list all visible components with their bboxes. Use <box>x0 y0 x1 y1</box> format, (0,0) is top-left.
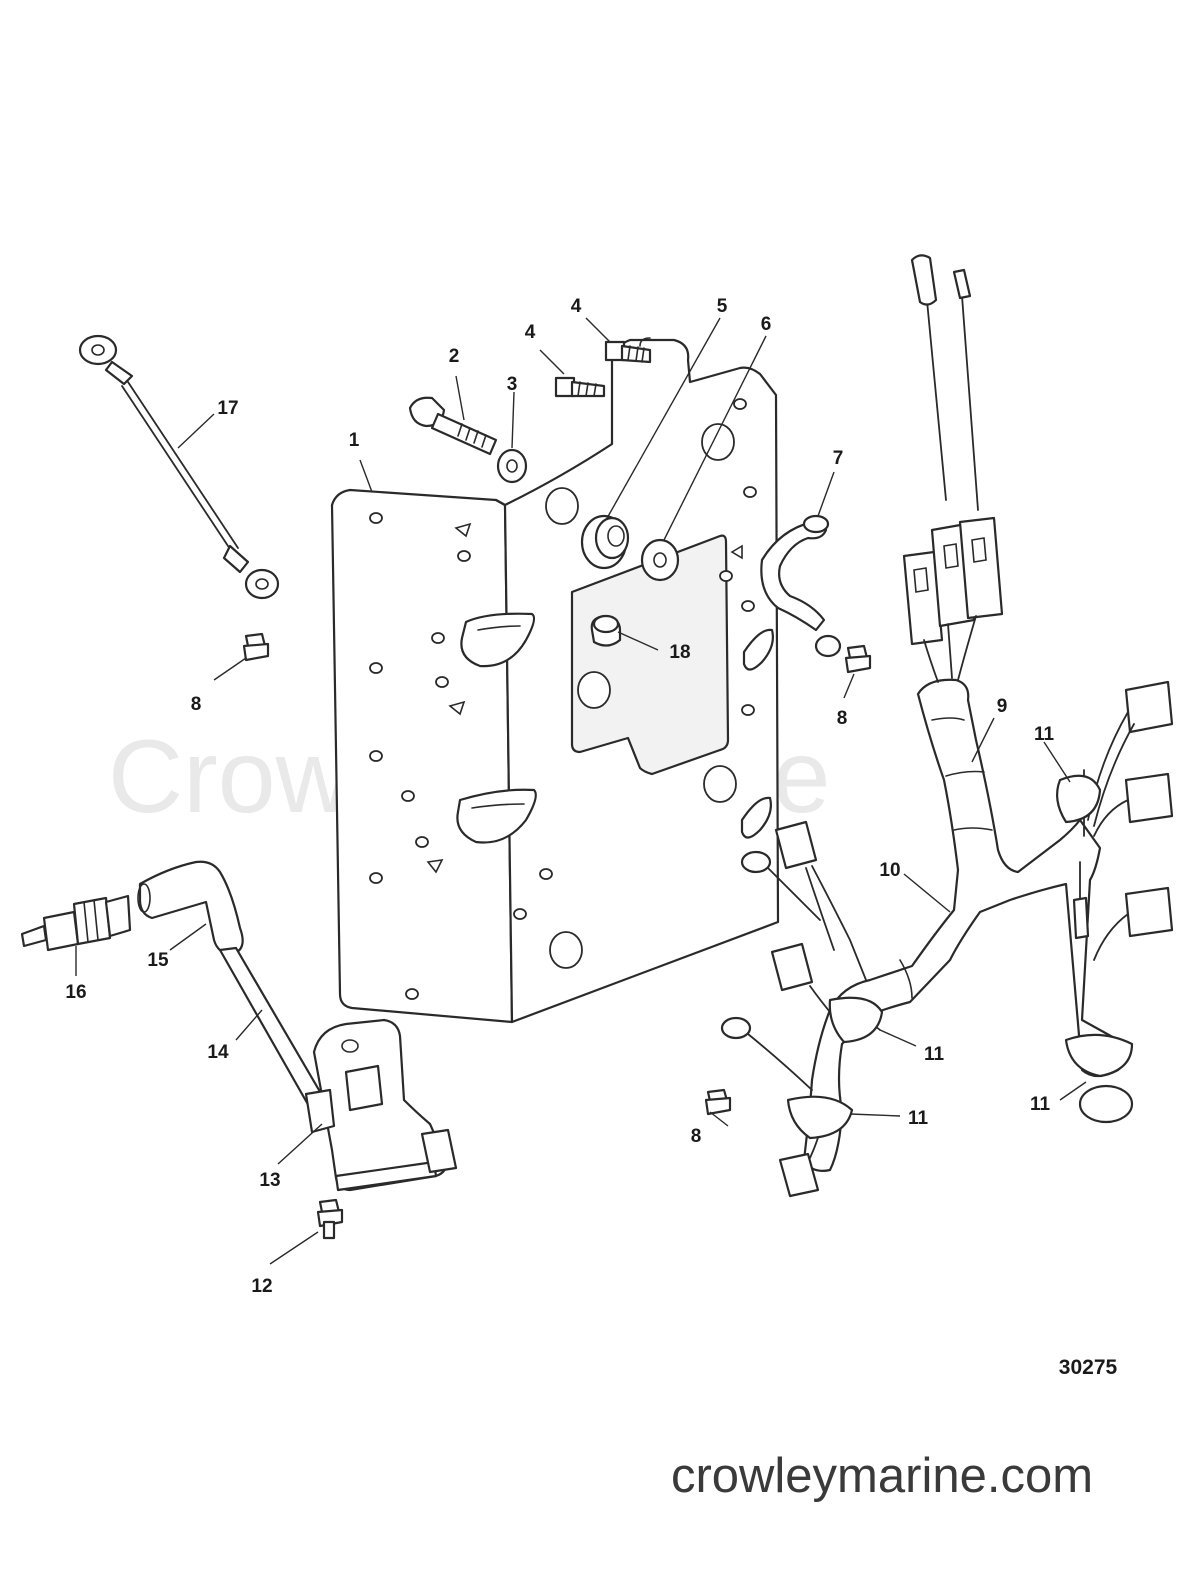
callout-12: 12 <box>251 1276 272 1297</box>
washer-3 <box>496 448 528 484</box>
callouts: 1 2 3 4 4 5 6 7 8 8 8 9 10 11 11 11 11 1… <box>65 296 1054 1297</box>
callout-8a: 8 <box>191 694 202 715</box>
leader-lines <box>75 317 1087 1265</box>
mounting-plate <box>330 337 780 1024</box>
callout-11c: 11 <box>908 1108 929 1129</box>
callout-11d: 11 <box>1030 1094 1051 1115</box>
callout-8c: 8 <box>691 1126 702 1147</box>
callout-4b: 4 <box>571 296 582 317</box>
callout-18: 18 <box>669 642 690 663</box>
screw-4b <box>604 340 652 364</box>
screw-12 <box>316 1198 344 1240</box>
bolt <box>408 396 498 456</box>
washer-6 <box>640 538 680 582</box>
callout-1: 1 <box>349 430 360 451</box>
callout-5: 5 <box>717 296 728 317</box>
callout-9: 9 <box>997 696 1008 717</box>
callout-7: 7 <box>833 448 844 469</box>
grommet <box>580 514 630 570</box>
stud <box>590 614 622 647</box>
callout-15: 15 <box>147 950 169 971</box>
callout-17: 17 <box>217 398 238 419</box>
callout-4a: 4 <box>525 322 536 343</box>
callout-10: 10 <box>879 860 900 881</box>
callout-2: 2 <box>449 346 460 367</box>
spark-plug-boot <box>137 860 244 956</box>
website-url: crowleymarine.com <box>671 1449 1093 1503</box>
callout-6: 6 <box>761 314 772 335</box>
wiring-harness <box>720 254 1174 1198</box>
diagram-id: 30275 <box>1059 1356 1118 1379</box>
spark-plug <box>20 894 132 952</box>
callout-13: 13 <box>259 1170 280 1191</box>
screw-8b <box>844 644 872 674</box>
callout-11a: 11 <box>1034 724 1055 745</box>
ground-lead-17 <box>78 334 280 600</box>
callout-3: 3 <box>507 374 518 395</box>
screw-8c <box>704 1088 732 1116</box>
screw-8a <box>242 632 270 662</box>
ground-strap-7 <box>760 514 842 658</box>
screw-4a <box>554 376 606 398</box>
callout-8b: 8 <box>837 708 848 729</box>
spark-plug-lead <box>218 946 328 1110</box>
callout-16: 16 <box>65 982 86 1003</box>
callout-14: 14 <box>207 1042 229 1063</box>
callout-11b: 11 <box>924 1044 945 1065</box>
ignition-coil <box>304 1018 458 1192</box>
